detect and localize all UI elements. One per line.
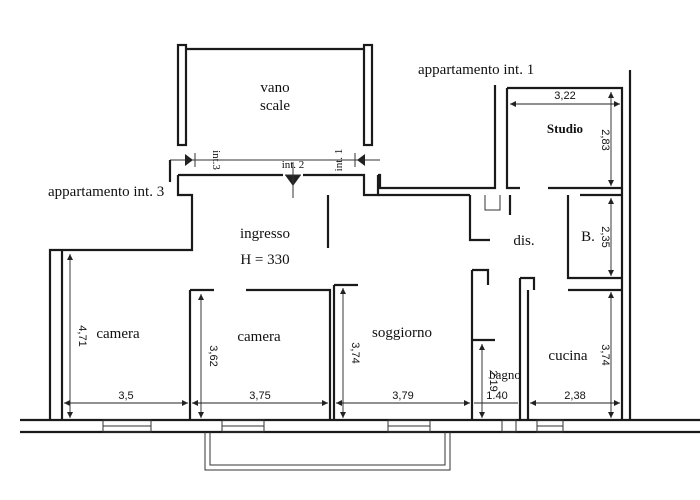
camera-mid-width-dim: 3,75 (249, 390, 270, 402)
camera-left-width-dim: 3,5 (118, 390, 133, 402)
height-label: H = 330 (240, 252, 289, 268)
studio-width-dim: 3,22 (554, 90, 575, 102)
interior-walls (188, 193, 622, 420)
cucina-label: cucina (548, 348, 587, 364)
soggiorno-width-dim: 3,79 (392, 390, 413, 402)
outer-walls (20, 70, 700, 471)
studio-label: Studio (547, 121, 583, 136)
camera-mid-label: camera (237, 329, 281, 345)
stairwell-walls (170, 43, 380, 161)
cucina-width-dim: 2,38 (564, 390, 585, 402)
camera-left-label: camera (96, 326, 140, 342)
int3-label: int.3 (210, 150, 222, 170)
studio-height-dim: 2,83 (599, 129, 611, 150)
small-bath-label: B. (581, 229, 595, 245)
bagno-label: bagno (489, 367, 521, 382)
stairwell-label-line1: vano (260, 80, 289, 96)
soggiorno-label: soggiorno (372, 325, 432, 341)
soggiorno-height-dim: 3,74 (349, 342, 361, 363)
disimpegno-label: dis. (513, 233, 534, 249)
door-marker-int2 (285, 162, 301, 198)
b-height-dim: 2,35 (599, 226, 611, 247)
camera-mid-height-dim: 3,62 (207, 345, 219, 366)
bagno-width-dim: 1.40 (486, 390, 507, 402)
dimension-lines (64, 92, 620, 418)
windows (102, 419, 564, 433)
int1-label: int. 1 (333, 149, 345, 172)
camera-left-height-dim: 4,71 (76, 325, 88, 346)
apartment-int1-label: appartamento int. 1 (418, 62, 534, 78)
ingresso-label: ingresso (240, 226, 290, 242)
door-marker-int1 (350, 153, 380, 167)
bagno-height-dim: 2,19 (487, 370, 499, 391)
apartment-int3-label: appartamento int. 3 (48, 184, 164, 200)
cucina-height-dim: 3,74 (599, 344, 611, 365)
int2-label: int. 2 (282, 159, 305, 171)
door-marker-int3 (170, 153, 200, 167)
stairwell-label-line2: scale (260, 98, 290, 114)
